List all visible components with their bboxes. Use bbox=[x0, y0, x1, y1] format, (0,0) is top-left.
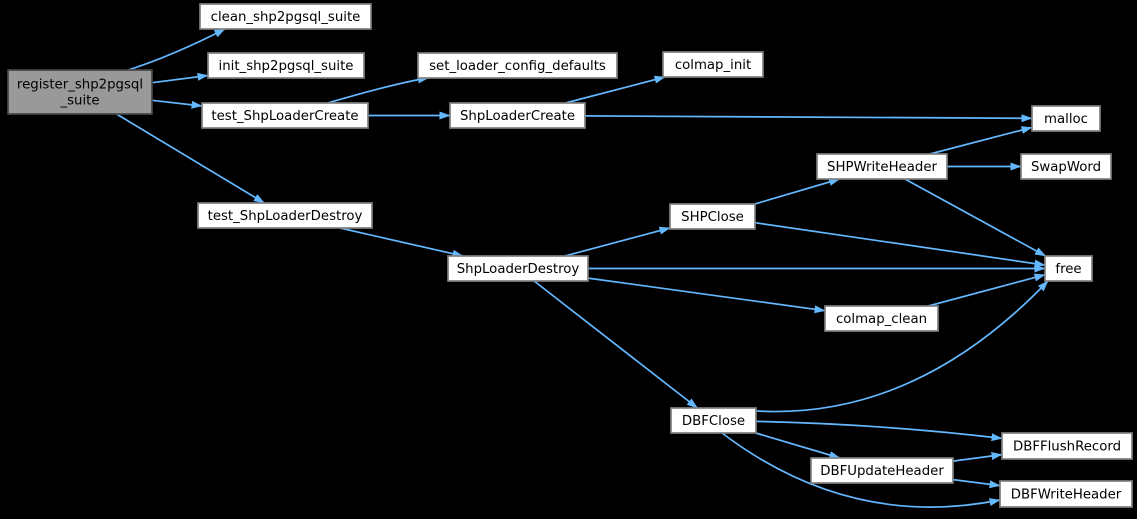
edge-ShpLoaderCreate-to-malloc bbox=[584, 114, 1033, 123]
node-SHPWriteHeader-label: SHPWriteHeader bbox=[827, 160, 938, 175]
edge-register_shp2pgsql_suite-to-clean_shp2pgsql_suite bbox=[124, 28, 226, 72]
edge-ShpLoaderDestroy-to-colmap_clean bbox=[587, 277, 826, 314]
node-SHPClose[interactable]: SHPClose bbox=[669, 203, 756, 230]
node-colmap_init-label: colmap_init bbox=[675, 58, 751, 73]
node-DBFUpdateHeader-label: DBFUpdateHeader bbox=[820, 464, 944, 479]
node-DBFFlushRecord[interactable]: DBFFlushRecord bbox=[1001, 432, 1133, 460]
edge-register_shp2pgsql_suite-to-test_ShpLoaderDestroy bbox=[116, 113, 265, 204]
node-DBFClose-label: DBFClose bbox=[682, 414, 745, 429]
node-free-label: free bbox=[1055, 262, 1081, 277]
node-free[interactable]: free bbox=[1044, 255, 1093, 282]
edge-DBFClose-to-free bbox=[755, 280, 1049, 413]
node-test_ShpLoaderCreate-label: test_ShpLoaderCreate bbox=[211, 109, 358, 124]
node-DBFClose[interactable]: DBFClose bbox=[670, 407, 757, 434]
edge-SHPClose-to-free bbox=[754, 221, 1046, 268]
node-init_shp2pgsql_suite-label: init_shp2pgsql_suite bbox=[219, 59, 354, 74]
node-clean_shp2pgsql_suite[interactable]: clean_shp2pgsql_suite bbox=[199, 3, 372, 30]
node-test_ShpLoaderCreate[interactable]: test_ShpLoaderCreate bbox=[201, 102, 369, 129]
node-set_loader_config_defaults-label: set_loader_config_defaults bbox=[429, 59, 606, 74]
edge-DBFUpdateHeader-to-DBFWriteHeader bbox=[952, 478, 1001, 489]
node-colmap_clean[interactable]: colmap_clean bbox=[824, 305, 939, 332]
node-DBFUpdateHeader[interactable]: DBFUpdateHeader bbox=[810, 457, 954, 484]
edge-ShpLoaderDestroy-to-DBFClose bbox=[533, 280, 698, 409]
node-SHPClose-label: SHPClose bbox=[681, 210, 744, 225]
node-colmap_clean-label: colmap_clean bbox=[836, 312, 927, 327]
edge-DBFClose-to-DBFUpdateHeader bbox=[755, 432, 841, 459]
node-colmap_init[interactable]: colmap_init bbox=[662, 51, 764, 78]
node-init_shp2pgsql_suite[interactable]: init_shp2pgsql_suite bbox=[207, 52, 365, 79]
edge-test_ShpLoaderDestroy-to-ShpLoaderDestroy bbox=[339, 227, 464, 258]
node-SwapWord-label: SwapWord bbox=[1031, 160, 1101, 175]
node-ShpLoaderDestroy[interactable]: ShpLoaderDestroy bbox=[447, 255, 589, 282]
node-ShpLoaderCreate-label: ShpLoaderCreate bbox=[460, 109, 575, 124]
edge-DBFClose-to-DBFFlushRecord bbox=[755, 420, 1003, 442]
edge-ShpLoaderCreate-to-colmap_init bbox=[565, 75, 666, 104]
node-test_ShpLoaderDestroy[interactable]: test_ShpLoaderDestroy bbox=[197, 202, 373, 229]
edge-colmap_clean-to-free bbox=[928, 273, 1046, 307]
node-ShpLoaderDestroy-label: ShpLoaderDestroy bbox=[457, 262, 580, 277]
node-register_shp2pgsql_suite[interactable]: register_shp2pgsql_suite bbox=[7, 69, 153, 115]
edge-ShpLoaderDestroy-to-SHPClose bbox=[564, 226, 671, 257]
edge-SHPClose-to-SHPWriteHeader bbox=[754, 178, 841, 205]
node-register_shp2pgsql_suite-label: register_shp2pgsql_suite bbox=[17, 78, 143, 109]
node-DBFWriteHeader[interactable]: DBFWriteHeader bbox=[999, 480, 1133, 508]
node-SwapWord[interactable]: SwapWord bbox=[1020, 153, 1112, 180]
node-DBFFlushRecord-label: DBFFlushRecord bbox=[1013, 440, 1121, 455]
node-malloc[interactable]: malloc bbox=[1031, 105, 1101, 132]
edge-test_ShpLoaderCreate-to-set_loader_config_defaults bbox=[327, 75, 429, 104]
node-clean_shp2pgsql_suite-label: clean_shp2pgsql_suite bbox=[211, 10, 361, 25]
node-ShpLoaderCreate[interactable]: ShpLoaderCreate bbox=[449, 102, 586, 129]
edge-layer bbox=[116, 28, 1049, 508]
edge-register_shp2pgsql_suite-to-test_ShpLoaderCreate bbox=[151, 99, 203, 109]
node-malloc-label: malloc bbox=[1044, 112, 1088, 127]
edge-DBFUpdateHeader-to-DBFFlushRecord bbox=[952, 452, 1003, 462]
node-SHPWriteHeader[interactable]: SHPWriteHeader bbox=[816, 153, 948, 180]
node-test_ShpLoaderDestroy-label: test_ShpLoaderDestroy bbox=[208, 209, 363, 224]
edge-SHPWriteHeader-to-free bbox=[904, 178, 1047, 257]
edge-SHPWriteHeader-to-malloc bbox=[929, 126, 1033, 155]
edge-register_shp2pgsql_suite-to-init_shp2pgsql_suite bbox=[151, 72, 209, 84]
node-DBFWriteHeader-label: DBFWriteHeader bbox=[1011, 488, 1122, 503]
node-layer: register_shp2pgsql_suite clean_shp2pgsql_… bbox=[7, 3, 1133, 508]
edge-DBFClose-to-DBFWriteHeader bbox=[721, 432, 1001, 508]
node-set_loader_config_defaults[interactable]: set_loader_config_defaults bbox=[417, 52, 618, 79]
